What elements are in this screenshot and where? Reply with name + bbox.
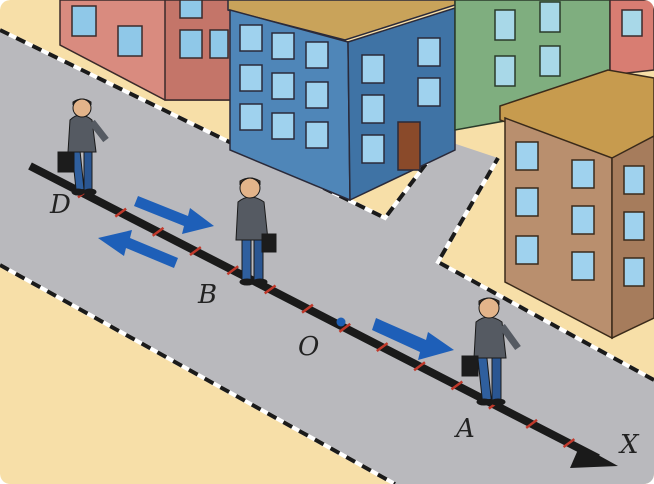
axis-tick xyxy=(562,438,576,449)
axis-tick xyxy=(301,303,314,314)
axis-label-x: X xyxy=(620,430,639,460)
building-pink xyxy=(59,0,236,101)
building-blue xyxy=(227,0,456,202)
origin-dot xyxy=(336,317,346,327)
axis-tick xyxy=(114,207,127,218)
axis-tick xyxy=(263,284,277,295)
arrow-right-lower xyxy=(372,318,454,360)
axis-ticks xyxy=(77,188,576,449)
axis-tick xyxy=(525,418,538,429)
building-red-back xyxy=(609,0,654,76)
point-label-b: B xyxy=(198,280,218,310)
walker-a xyxy=(461,297,521,406)
origin-label-o: O xyxy=(298,332,320,362)
axis-tick xyxy=(226,265,239,276)
axis-tick xyxy=(413,361,426,372)
walker-d xyxy=(57,98,109,196)
axis-tick xyxy=(151,226,165,237)
axis-tick xyxy=(189,246,202,257)
axis-tick xyxy=(450,380,464,391)
walker-b xyxy=(235,177,277,286)
arrow-left xyxy=(98,230,178,268)
point-label-d: D xyxy=(50,190,71,220)
point-label-a: A xyxy=(456,414,475,444)
building-tan xyxy=(499,69,654,340)
road xyxy=(0,30,654,484)
x-axis-arrowhead xyxy=(570,445,618,468)
x-axis xyxy=(28,162,600,462)
axis-tick xyxy=(376,342,389,353)
axis-tick xyxy=(338,322,351,333)
arrow-right-upper xyxy=(134,196,214,234)
curbs xyxy=(0,28,654,484)
